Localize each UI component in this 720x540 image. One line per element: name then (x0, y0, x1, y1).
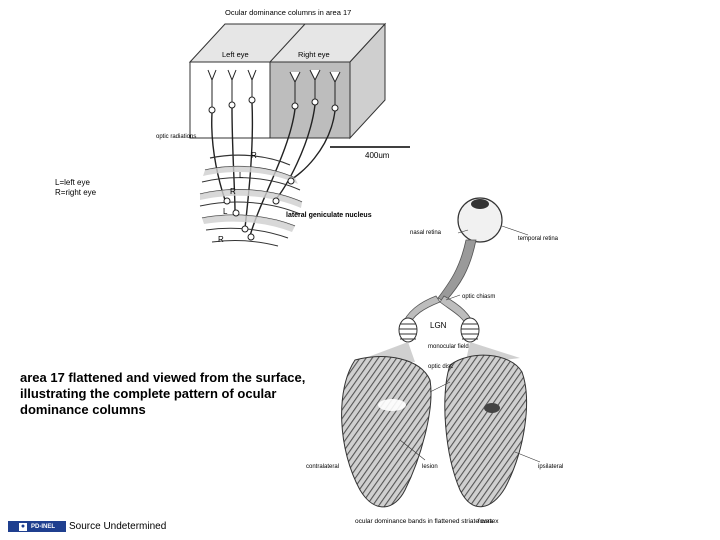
optic-disc-patch (484, 403, 500, 413)
optic-radiations-label: optic radiations (156, 134, 196, 140)
lgn-shading (200, 166, 302, 232)
fovea-label: fovea (478, 519, 493, 525)
optic-nerve (437, 239, 477, 303)
pointer-lines (399, 225, 541, 463)
lesion-label: lesion (422, 464, 438, 470)
lgn-layer-label: L (223, 207, 228, 216)
figure-title: Ocular dominance columns in area 17 (225, 8, 351, 17)
lgn-layer-label: R (218, 235, 224, 244)
legend-right-eye: R=right eye (55, 188, 97, 197)
ipsilateral-label: ipsilateral (538, 464, 563, 470)
temporal-retina-label: temporal retina (518, 236, 559, 242)
eyeball (457, 197, 503, 243)
bands-caption: ocular dominance bands in flattened stri… (355, 518, 499, 525)
lesion-patch (378, 399, 406, 411)
slide-caption: area 17 flattened and viewed from the su… (20, 370, 306, 417)
monocular-field-label: monocular field (428, 344, 469, 350)
contralateral-label: contralateral (306, 464, 339, 470)
left-column-neurons (207, 69, 257, 114)
optic-chiasm-label: optic chiasm (462, 294, 495, 300)
lgn-layer-label: R (251, 151, 257, 160)
lgn-label: lateral geniculate nucleus (286, 212, 372, 219)
scale-label: 400um (365, 151, 390, 160)
lgn-short-label: LGN (430, 321, 447, 330)
ocular-dominance-diagram: R L R L R 400um Ocular dominance columns… (156, 8, 410, 247)
lgn-layer-label: R (230, 187, 236, 196)
logo-badge-icon: ● (19, 522, 27, 531)
nasal-retina-label: nasal retina (410, 230, 442, 236)
visual-pathway-diagram: nasal retina temporal retina optic chias… (306, 197, 563, 525)
legend-left-eye: L=left eye (55, 178, 90, 187)
legend: L=left eye R=right eye (55, 178, 96, 198)
cortex-ipsilateral (444, 354, 527, 508)
cortex-contralateral (341, 356, 432, 508)
right-column-neurons (289, 69, 341, 112)
right-eye-label: Right eye (298, 50, 330, 59)
lgn-layer-label: L (239, 171, 244, 180)
left-eye-label: Left eye (222, 50, 249, 59)
source-credit: Source Undetermined (69, 521, 167, 532)
pd-inel-logo: ● PD-INEL (8, 521, 66, 532)
lgn-cell-bodies (223, 177, 295, 241)
optic-disc-label: optic disc (428, 364, 453, 370)
logo-text: PD-INEL (31, 523, 55, 530)
